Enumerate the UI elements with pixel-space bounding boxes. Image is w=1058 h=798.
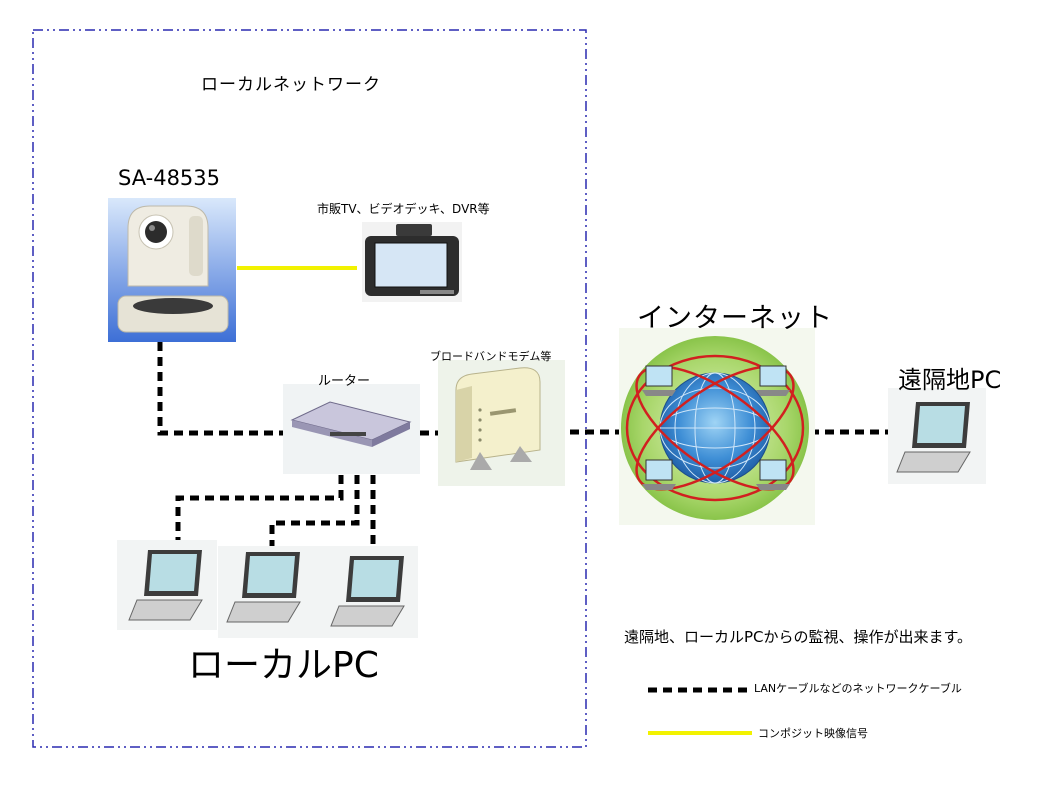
cable-router-pc2 xyxy=(269,445,360,552)
modem-device xyxy=(438,360,565,486)
router-label: ルーター xyxy=(318,374,371,389)
local-pc-laptop-1 xyxy=(117,540,217,630)
local-pc-laptop-3 xyxy=(318,546,418,638)
modem-label: ブロードバンドモデム等 xyxy=(430,350,552,363)
remote-pc-laptop xyxy=(888,388,986,484)
local-network-label: ローカルネットワーク xyxy=(201,75,381,95)
cable-router-pc1 xyxy=(175,445,344,548)
local-pc-laptop-2 xyxy=(218,546,318,638)
cable-camera-router xyxy=(157,342,300,436)
legend-video-signal-label: コンポジット映像信号 xyxy=(758,727,868,740)
globe-laptop-icons xyxy=(642,365,790,490)
legend-network-cable-label: LANケーブルなどのネットワークケーブル xyxy=(754,682,962,695)
local-pc-label: ローカルPC xyxy=(188,645,379,686)
tv-device xyxy=(362,222,462,302)
remote-pc-label: 遠隔地PC xyxy=(898,366,1002,394)
camera-model-label: SA-48535 xyxy=(118,166,221,190)
monitoring-note: 遠隔地、ローカルPCからの監視、操作が出来ます。 xyxy=(624,628,973,646)
internet-globe xyxy=(619,328,815,525)
camera-device xyxy=(108,198,236,342)
router-device xyxy=(283,384,420,474)
tv-devices-label: 市販TV、ビデオデッキ、DVR等 xyxy=(317,202,490,216)
local-network-boundary xyxy=(32,29,587,748)
internet-label: インターネット xyxy=(637,303,833,334)
